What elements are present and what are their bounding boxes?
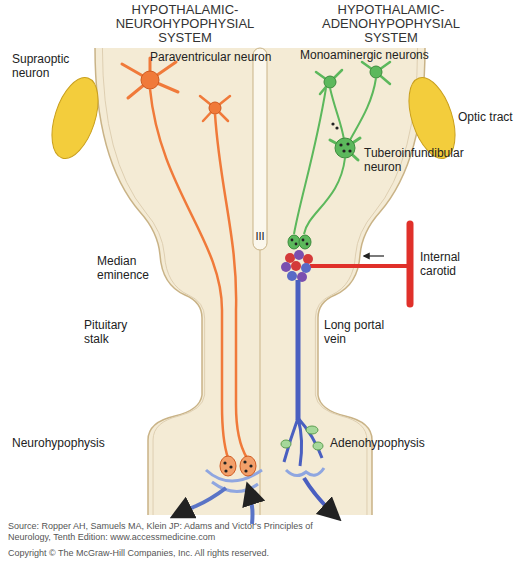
optic-tract	[43, 72, 107, 164]
structure-label: Supraoptic neuron	[12, 52, 92, 80]
neuron-body	[324, 76, 336, 88]
structure-label: Monoaminergic neurons	[300, 48, 470, 62]
neuron-body	[209, 102, 221, 114]
axon	[330, 88, 344, 140]
axon	[215, 114, 247, 458]
hormone-granules	[291, 239, 309, 246]
neuron-body	[141, 71, 159, 89]
flow-arrow	[364, 255, 384, 256]
capillary	[286, 468, 324, 476]
structure-label: Long portal vein	[324, 318, 394, 346]
structure-label: Pituitary stalk	[84, 318, 144, 346]
system-heading: HYPOTHALAMIC- ADENOHYPOPHYSIAL SYSTEM	[316, 3, 466, 45]
ventricle-label: III	[250, 229, 270, 243]
axon	[304, 158, 345, 234]
hormone-granules	[223, 460, 252, 472]
system-heading: HYPOTHALAMIC- NEUROHYPOPHYSIAL SYSTEM	[110, 3, 260, 45]
structure-label: Optic tract	[458, 110, 520, 124]
axon-terminal	[288, 235, 300, 249]
artery	[248, 486, 253, 524]
axon	[150, 89, 228, 458]
midline	[260, 250, 261, 515]
dendrites	[316, 62, 390, 94]
axon-terminal	[299, 235, 311, 249]
axon	[350, 78, 376, 140]
hypophysial-artery	[310, 264, 408, 268]
neuron-body	[370, 66, 382, 78]
structure-label: Tuberoinfundibular neuron	[364, 146, 474, 174]
source-caption: Source: Ropper AH, Samuels MA, Klein JP:…	[8, 521, 338, 543]
gland-cell	[281, 440, 291, 448]
axon-terminal	[220, 456, 236, 476]
structure-label: Adenohypophysis	[330, 436, 450, 450]
structure-label: Median eminence	[97, 254, 157, 282]
structure-label: Paraventricular neuron	[150, 50, 300, 64]
axon	[294, 88, 326, 234]
dendrites	[330, 138, 360, 160]
copyright-note: Copyright © The McGraw-Hill Companies, I…	[8, 548, 513, 559]
primary-plexus	[281, 250, 313, 282]
structure-label: Neurohypophysis	[12, 436, 132, 450]
neuron-body	[335, 138, 355, 158]
third-ventricle	[253, 48, 267, 250]
portal-vein	[296, 280, 301, 420]
vein	[174, 488, 226, 516]
structure-label: Internal carotid	[420, 250, 480, 278]
axon-terminal	[240, 456, 256, 476]
gland-cell	[313, 442, 323, 450]
gland-cell	[306, 426, 318, 434]
hormone-granules	[331, 122, 351, 152]
vein	[304, 478, 338, 518]
